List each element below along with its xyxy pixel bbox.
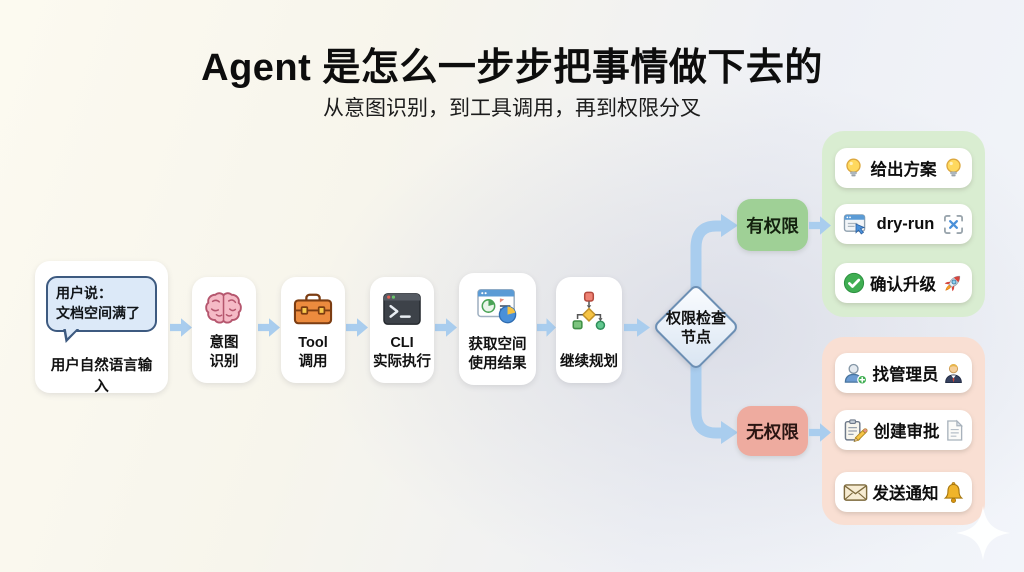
action-label: 确认升级 xyxy=(870,276,936,294)
node-label: 意图 识别 xyxy=(209,334,239,370)
node-label: CLI 实际执行 xyxy=(373,334,431,370)
flow-node-tool-call: Tool 调用 xyxy=(281,277,345,383)
action-item-find-admin: 找管理员 xyxy=(835,353,972,393)
document-icon xyxy=(945,419,964,442)
action-label: 给出方案 xyxy=(870,161,937,179)
flow-node-user-input: 用户说： 文档空间满了 用户自然语言输入 xyxy=(35,261,168,396)
action-label: dry-run xyxy=(876,214,935,233)
action-label: 创建审批 xyxy=(873,423,940,441)
action-item-send-notification: 发送通知 xyxy=(835,472,972,512)
terminal-icon xyxy=(381,290,423,328)
sparkle-icon xyxy=(954,504,1012,567)
flow-node-planning: 继续规划 xyxy=(556,277,622,383)
expand-frame-icon xyxy=(943,214,964,235)
action-item-create-approval: 创建审批 xyxy=(835,410,972,450)
lightbulb-icon xyxy=(943,157,964,180)
envelope-icon xyxy=(843,483,868,502)
page-subtitle: 从意图识别，到工具调用，再到权限分叉 xyxy=(323,97,701,120)
granted-panel: 给出方案 dry-run xyxy=(822,131,985,317)
action-label: 发送通知 xyxy=(872,485,939,503)
lightbulb-icon xyxy=(843,157,864,180)
action-label: 找管理员 xyxy=(872,366,939,384)
action-item-give-plan: 给出方案 xyxy=(835,148,972,188)
bell-icon xyxy=(943,481,964,504)
speech-bubble: 用户说： 文档空间满了 xyxy=(46,276,157,344)
flow-node-intent: 意图 识别 xyxy=(192,277,256,383)
clipboard-pencil-icon xyxy=(843,418,868,442)
action-item-dry-run: dry-run xyxy=(835,204,972,244)
toolbox-icon xyxy=(292,290,334,328)
decision-label: 权限检查 节点 xyxy=(665,310,726,347)
action-item-confirm-upgrade: 确认升级 xyxy=(835,263,972,303)
person-add-icon xyxy=(843,362,868,385)
flow-node-cli: CLI 实际执行 xyxy=(370,277,434,383)
browser-cursor-icon xyxy=(843,213,868,236)
node-label: 获取空间 使用结果 xyxy=(468,336,527,372)
flow-node-result: 获取空间 使用结果 xyxy=(459,273,536,385)
brain-icon xyxy=(203,290,245,328)
check-circle-icon xyxy=(843,272,865,294)
denied-panel: 找管理员 xyxy=(822,337,985,525)
bubble-text-line1: 用户说： xyxy=(56,285,112,301)
rocket-icon xyxy=(941,272,964,295)
page-title: Agent 是怎么一步步把事情做下去的 xyxy=(201,47,823,89)
node-label: 用户自然语言输入 xyxy=(50,358,153,396)
node-label: 继续规划 xyxy=(560,353,618,370)
businessman-icon xyxy=(943,362,964,385)
branch-denied-label: 无权限 xyxy=(737,406,808,456)
node-label: Tool 调用 xyxy=(298,334,328,370)
flowchart-icon xyxy=(568,290,610,330)
branch-granted-label: 有权限 xyxy=(737,199,808,251)
dashboard-icon xyxy=(475,286,521,326)
bubble-text-line2: 文档空间满了 xyxy=(56,304,140,321)
